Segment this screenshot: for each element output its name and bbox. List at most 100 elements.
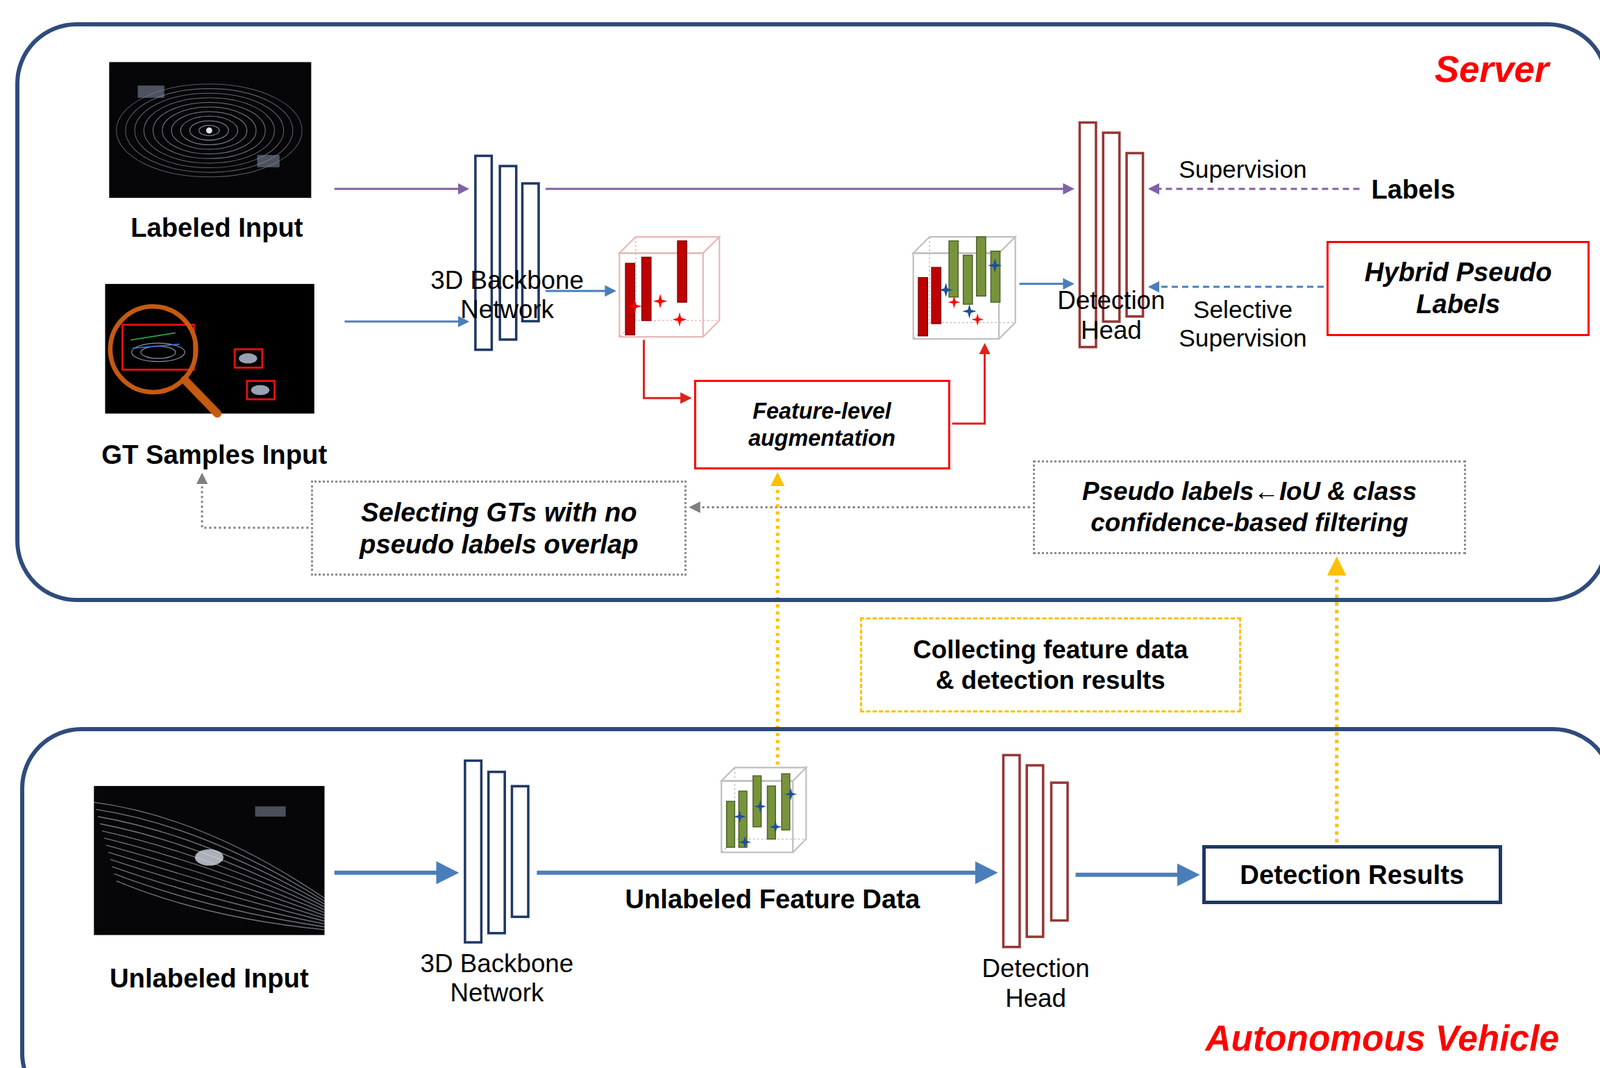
feature-bar <box>767 785 776 839</box>
connector-arrow <box>201 476 309 528</box>
connector-arrow <box>1075 873 1192 875</box>
connector-arrow <box>1336 563 1337 842</box>
connector-line <box>334 187 466 190</box>
scan-ring <box>125 88 293 173</box>
cube-face <box>619 253 704 338</box>
feature-point <box>672 312 688 327</box>
scan-line <box>112 866 325 924</box>
connector-line <box>201 476 309 528</box>
connector-line <box>952 347 985 425</box>
feature-bar <box>625 263 635 335</box>
connector-arrow <box>536 871 989 873</box>
connector-arrow <box>545 188 1070 189</box>
cube-hidden-edge <box>619 236 720 337</box>
scan-points <box>140 345 176 359</box>
process-box: Hybrid Pseudo Labels <box>1326 240 1590 336</box>
process-box: Feature-level augmentation <box>694 379 951 470</box>
layer-stack <box>1000 751 1072 950</box>
figure-caption: Labeled Input <box>130 211 303 244</box>
layer-bar <box>1026 765 1044 938</box>
edge-label: Supervision <box>1163 155 1323 184</box>
connector-line <box>545 187 1070 190</box>
layer-stack <box>1076 119 1147 350</box>
feature-point <box>987 258 1003 273</box>
box-label: Detection Results <box>1239 858 1464 891</box>
feature-bar <box>642 256 652 320</box>
connector-line <box>1075 872 1192 877</box>
gt-box <box>122 324 194 370</box>
cube-face <box>619 236 720 337</box>
feature-point <box>738 835 752 849</box>
connector-line <box>693 506 1031 509</box>
layer-bar <box>512 785 529 917</box>
connector-line <box>1152 285 1324 289</box>
connector-line <box>644 340 688 399</box>
feature-point <box>971 313 984 326</box>
scan-line <box>93 801 325 898</box>
feature-point <box>948 295 961 309</box>
scan-ring <box>180 116 238 146</box>
process-box: Collecting feature data & detection resu… <box>860 617 1241 713</box>
scan-ring <box>162 106 257 155</box>
cube-face <box>721 767 806 852</box>
connector-line <box>536 870 989 875</box>
connector-arrow <box>334 188 466 189</box>
scan-points <box>131 342 185 361</box>
feature-bar <box>948 240 958 298</box>
feature-point <box>627 299 643 314</box>
scan-ring <box>189 120 229 141</box>
box-axis <box>132 343 180 348</box>
process-box: Selecting GTs with no pseudo labels over… <box>310 480 687 576</box>
feature-bar <box>918 277 928 336</box>
feature-point <box>769 820 782 833</box>
scan-ring <box>143 97 275 164</box>
layer-stack <box>460 757 533 945</box>
connector-arrow <box>1152 286 1324 288</box>
magnifier-handle <box>184 379 218 414</box>
lidar-scan <box>93 785 325 936</box>
connector-arrow <box>693 506 1031 508</box>
feature-cube <box>913 236 1016 339</box>
scan-object <box>256 154 280 168</box>
connector-line <box>334 870 451 875</box>
box-label: Collecting feature data & detection resu… <box>906 634 1195 696</box>
network-block: Detection Head <box>1076 119 1147 350</box>
scan-object <box>195 848 224 866</box>
box-label: Selecting GTs with no pseudo labels over… <box>322 496 675 561</box>
block-heading: 3D Backbone Network <box>405 265 610 325</box>
box-axis <box>130 332 176 340</box>
feature-bar <box>931 267 941 324</box>
scan-line <box>116 880 325 930</box>
scan-line <box>114 873 325 926</box>
feature-bar <box>990 251 1000 303</box>
box-label: Feature-level augmentation <box>704 397 940 452</box>
box-label: Hybrid Pseudo Labels <box>1335 256 1581 320</box>
feature-cube <box>619 236 720 337</box>
layer-bar <box>1003 755 1020 947</box>
lidar-image <box>86 781 332 995</box>
figure-caption: Unlabeled Input <box>109 962 309 995</box>
connector-arrow <box>334 871 451 873</box>
block-heading: Detection Head <box>1029 285 1193 345</box>
lidar-scan <box>104 283 314 414</box>
scan-line <box>110 859 325 922</box>
scan-ring <box>171 111 248 150</box>
scan-center <box>206 127 213 134</box>
feature-bar <box>677 240 687 302</box>
layer-bar <box>465 760 482 942</box>
connector-line <box>1334 563 1339 842</box>
panel-region: ServerLabeled InputGT Samples Input3D Ba… <box>15 22 1600 602</box>
input-figure: Unlabeled Input <box>86 781 332 995</box>
layer-bar <box>488 771 506 933</box>
connector-line <box>1152 187 1360 190</box>
connector-arrow <box>1152 188 1360 189</box>
block-heading: 3D Backbone Network <box>394 948 600 1008</box>
feature-point <box>653 293 668 309</box>
feature-point <box>733 810 747 823</box>
box-label: Pseudo labels←IoU & class confidence-bas… <box>1045 476 1454 538</box>
scan-ring <box>199 125 220 137</box>
edge-label: Selective Supervision <box>1163 295 1323 352</box>
feature-point <box>784 787 797 801</box>
input-figure: GT Samples Input <box>86 279 343 471</box>
feature-point <box>938 282 954 298</box>
